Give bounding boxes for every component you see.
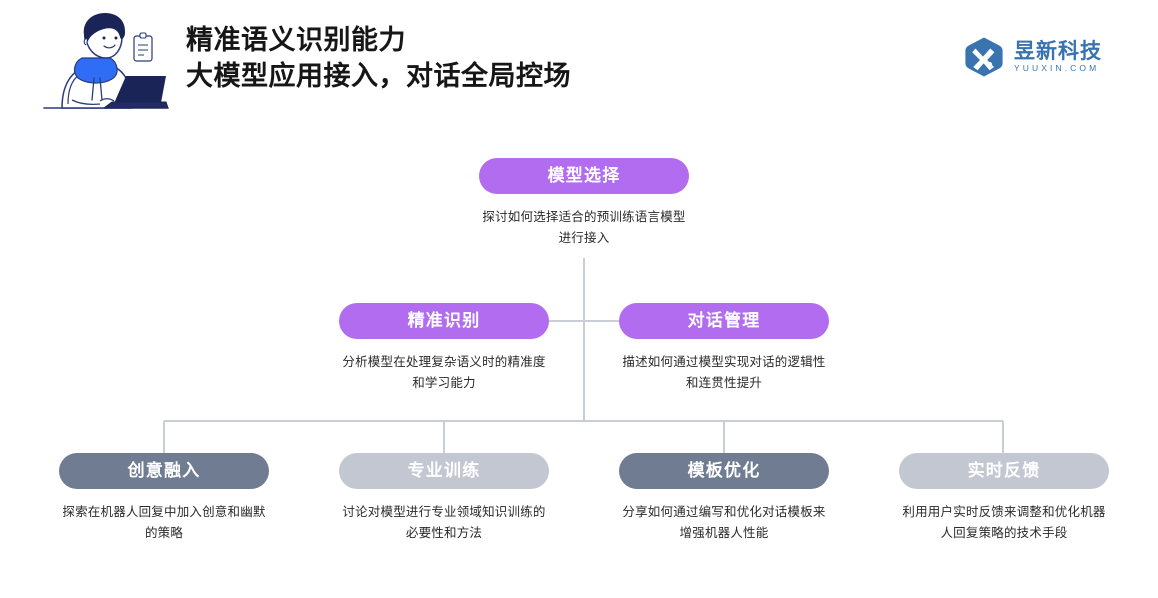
node-realtime-feedback-pill[interactable]: 实时反馈 bbox=[899, 453, 1109, 489]
node-creative-fusion-pill[interactable]: 创意融入 bbox=[59, 453, 269, 489]
node-precise-recognition-pill[interactable]: 精准识别 bbox=[339, 303, 549, 339]
brand-logo: 昱新科技 YUUXIN.COM bbox=[963, 36, 1102, 78]
node-realtime-feedback-desc: 利用用户实时反馈来调整和优化机器人回复策略的技术手段 bbox=[902, 505, 1106, 540]
brand-domain: YUUXIN.COM bbox=[1014, 63, 1100, 73]
hexagon-x-logo-icon bbox=[965, 37, 1003, 77]
page-title-line-2: 大模型应用接入，对话全局控场 bbox=[186, 61, 571, 91]
node-realtime-feedback-title: 实时反馈 bbox=[967, 461, 1041, 480]
node-model-selection-pill[interactable]: 模型选择 bbox=[479, 158, 689, 194]
node-template-optimization[interactable]: 模板优化 分享如何通过编写和优化对话模板来增强机器人性能 bbox=[619, 453, 829, 544]
node-precise-recognition-title: 精准识别 bbox=[407, 311, 481, 330]
node-template-optimization-pill[interactable]: 模板优化 bbox=[619, 453, 829, 489]
node-creative-fusion-title: 创意融入 bbox=[127, 461, 201, 480]
node-professional-training-title: 专业训练 bbox=[407, 461, 481, 480]
node-dialog-management-title: 对话管理 bbox=[687, 311, 761, 330]
brand-name: 昱新科技 bbox=[1014, 40, 1102, 63]
node-dialog-management[interactable]: 对话管理 描述如何通过模型实现对话的逻辑性和连贯性提升 bbox=[619, 303, 829, 394]
node-dialog-management-desc: 描述如何通过模型实现对话的逻辑性和连贯性提升 bbox=[622, 355, 826, 390]
node-template-optimization-desc: 分享如何通过编写和优化对话模板来增强机器人性能 bbox=[622, 505, 826, 540]
page-title: 精准语义识别能力 大模型应用接入，对话全局控场 bbox=[186, 22, 886, 94]
node-model-selection[interactable]: 模型选择 探讨如何选择适合的预训练语言模型进行接入 bbox=[479, 158, 689, 249]
page-header: 精准语义识别能力 大模型应用接入，对话全局控场 昱新科技 YUUXIN.COM bbox=[0, 0, 1158, 125]
node-creative-fusion-desc: 探索在机器人回复中加入创意和幽默的策略 bbox=[62, 505, 266, 540]
node-professional-training[interactable]: 专业训练 讨论对模型进行专业领域知识训练的必要性和方法 bbox=[339, 453, 549, 544]
node-template-optimization-title: 模板优化 bbox=[687, 461, 761, 480]
person-working-on-laptop-illustration bbox=[38, 8, 174, 120]
node-professional-training-pill[interactable]: 专业训练 bbox=[339, 453, 549, 489]
hierarchy-diagram: 模型选择 探讨如何选择适合的预训练语言模型进行接入 精准识别 分析模型在处理复杂… bbox=[0, 125, 1158, 598]
node-realtime-feedback[interactable]: 实时反馈 利用用户实时反馈来调整和优化机器人回复策略的技术手段 bbox=[899, 453, 1109, 544]
node-model-selection-desc: 探讨如何选择适合的预训练语言模型进行接入 bbox=[482, 210, 686, 245]
node-creative-fusion[interactable]: 创意融入 探索在机器人回复中加入创意和幽默的策略 bbox=[59, 453, 269, 544]
node-professional-training-desc: 讨论对模型进行专业领域知识训练的必要性和方法 bbox=[342, 505, 546, 540]
node-dialog-management-pill[interactable]: 对话管理 bbox=[619, 303, 829, 339]
page-title-line-1: 精准语义识别能力 bbox=[186, 25, 406, 55]
node-precise-recognition[interactable]: 精准识别 分析模型在处理复杂语义时的精准度和学习能力 bbox=[339, 303, 549, 394]
node-precise-recognition-desc: 分析模型在处理复杂语义时的精准度和学习能力 bbox=[342, 355, 546, 390]
node-model-selection-title: 模型选择 bbox=[547, 166, 621, 185]
brand-text: 昱新科技 YUUXIN.COM bbox=[1014, 40, 1102, 74]
